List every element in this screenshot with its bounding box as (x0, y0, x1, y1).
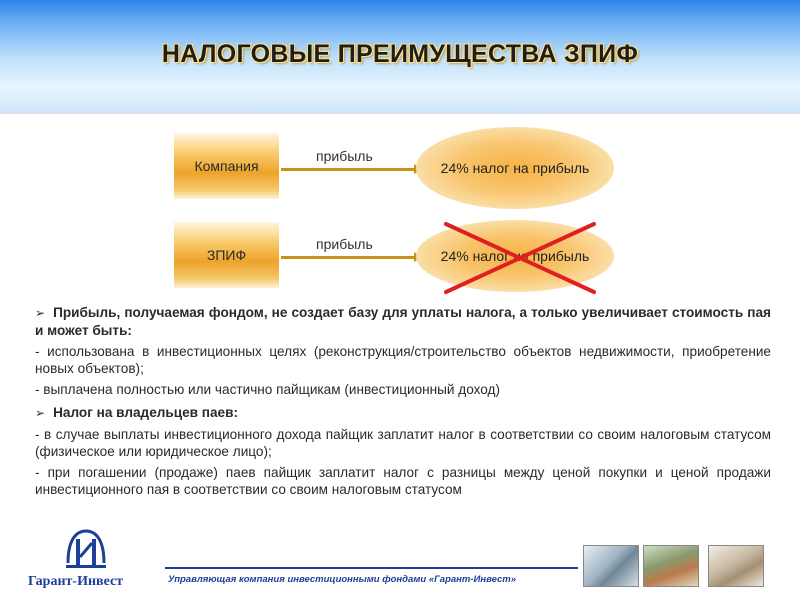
profit-label-1: прибыль (316, 148, 373, 164)
block2-heading-text: Налог на владельцев паев: (53, 405, 239, 420)
arrow-line-2 (281, 256, 417, 259)
arrow-bullet-icon: ➢ (35, 406, 46, 420)
page-title: НАЛОГОВЫЕ ПРЕИМУЩЕСТВА ЗПИФ (161, 40, 639, 68)
company-box: Компания (174, 133, 279, 199)
red-cross-icon (444, 222, 596, 294)
block2-item-1: - в случае выплаты инвестиционного доход… (35, 427, 771, 459)
tax-ellipse-1: 24% налог на прибыль (416, 127, 614, 209)
logo-icon (66, 529, 106, 568)
fund-box: ЗПИФ (174, 222, 279, 288)
block1-item-1: - использована в инвестиционных целях (р… (35, 344, 771, 376)
logo-text: Гарант-Инвест (28, 574, 124, 589)
block2-item-2: - при погашении (продаже) паев пайщик за… (35, 465, 771, 497)
company-label: Компания (194, 158, 259, 174)
building-photo-1 (583, 545, 639, 587)
block1-item-2: - выплачена полностью или частично пайщи… (35, 382, 501, 397)
fund-label: ЗПИФ (206, 247, 247, 263)
profit-label-2: прибыль (316, 236, 373, 252)
block1-heading-text: Прибыль, получаемая фондом, не создает б… (35, 305, 771, 338)
block1-heading: ➢Прибыль, получаемая фондом, не создает … (35, 304, 771, 339)
arrow-line-1 (281, 168, 417, 171)
block2-heading: ➢ Налог на владельцев паев: (35, 404, 771, 422)
building-photo-3 (708, 545, 764, 587)
building-photo-2 (643, 545, 699, 587)
footer-divider (165, 567, 578, 569)
arrow-bullet-icon: ➢ (35, 306, 46, 320)
tax-label-1: 24% налог на прибыль (440, 160, 590, 176)
footer-company: Управляющая компания инвестиционными фон… (168, 574, 516, 585)
header-banner (0, 0, 800, 114)
content-body: ➢Прибыль, получаемая фондом, не создает … (35, 304, 771, 502)
